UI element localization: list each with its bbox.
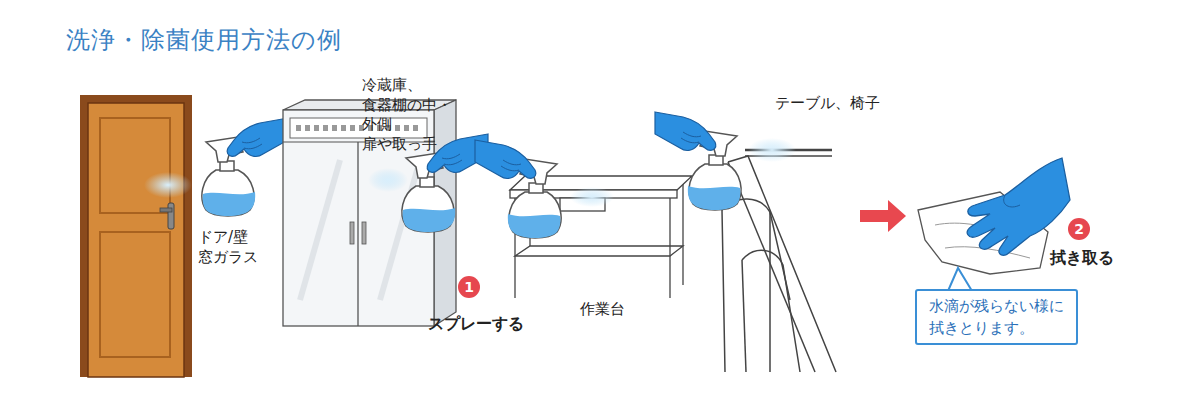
step-label: スプレーする [428,314,524,335]
location-label: ドア/壁 窓ガラス [198,228,258,267]
spray-bottle [202,118,288,216]
step-label: 拭き取る [1050,248,1114,269]
spray-mist [144,172,192,198]
callout-pointer [948,268,972,291]
location-label: 作業台 [580,300,625,320]
door [80,95,192,377]
spray-bottle [655,112,741,210]
panel-dot [395,125,400,131]
callout-number: 2 [1068,218,1090,240]
spray-mist [570,187,614,207]
panel-dot [332,125,337,131]
callout-box: 水滴が残らない様に 拭きとります。 [915,289,1078,345]
panel-dot [341,125,346,131]
panel-dot [314,125,319,131]
panel-dot [296,125,301,131]
panel-dot [323,125,328,131]
note-text: 水滴が残らない様に 拭きとります。 [929,296,1064,340]
spray-mist [368,168,408,192]
spray-mist [748,138,796,162]
spray-bottle [475,140,561,238]
panel-dot [350,125,355,131]
location-label: 冷蔵庫、食器棚の中・外側 扉や取っ手 [362,76,452,154]
flow-arrow [860,200,906,232]
panel-dot [404,125,409,131]
diagram-title: 洗浄・除菌使用方法の例 [66,24,342,56]
panel-dot [305,125,310,131]
wiping-hand [918,158,1070,274]
location-label: テーブル、椅子 [775,94,880,114]
panel-dot [413,125,418,131]
callout-number: 1 [458,276,480,298]
